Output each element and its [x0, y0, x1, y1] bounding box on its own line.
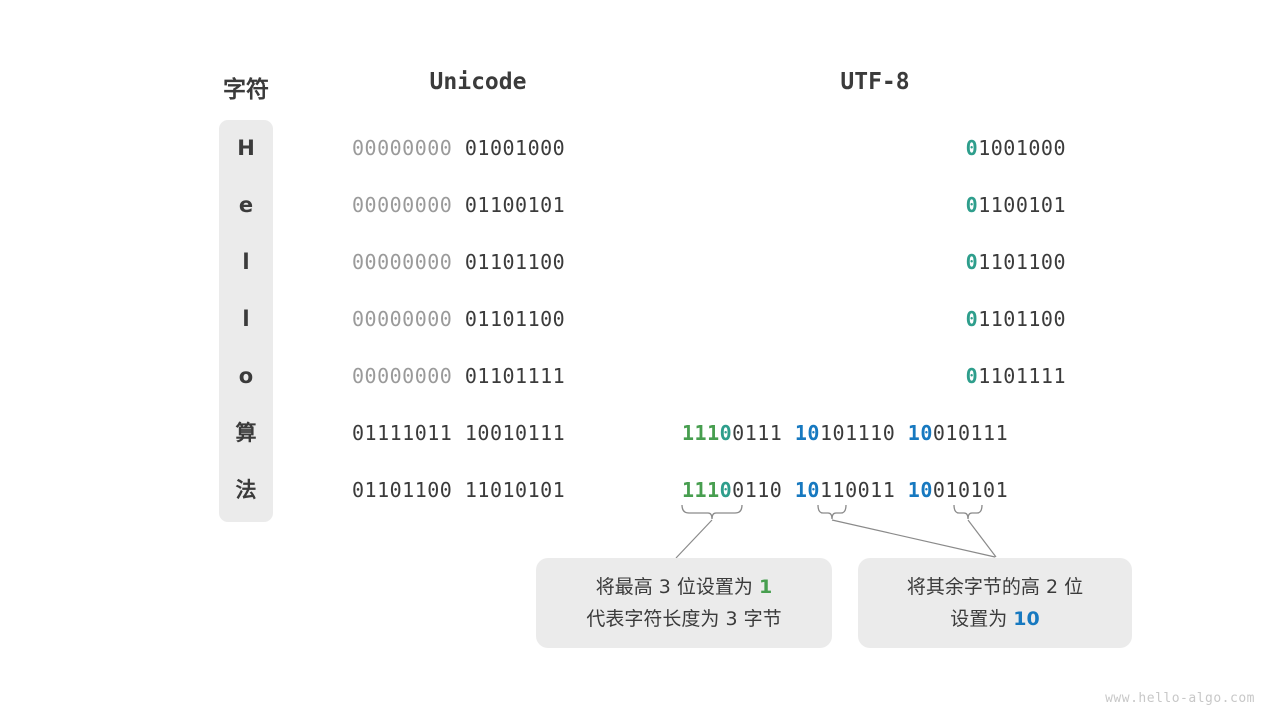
- unicode-high-byte: 00000000: [352, 136, 453, 160]
- utf8-continuation-marker-bits: 10: [907, 421, 933, 445]
- callout-length-marker: 将最高 3 位设置为 1 代表字符长度为 3 字节: [536, 558, 832, 648]
- callout-right-line-1: 将其余字节的高 2 位: [906, 576, 1084, 598]
- unicode-bits-row: 00000000 01001000: [352, 120, 565, 177]
- utf8-payload-bits: 010111: [932, 421, 1009, 445]
- unicode-low-byte: 10010111: [464, 421, 566, 445]
- callout-continuation-marker: 将其余字节的高 2 位 设置为 10: [858, 558, 1132, 648]
- utf8-payload-bits: 010101: [932, 478, 1009, 502]
- leader-line-right-callout-byte3: [967, 519, 997, 558]
- byte-gap: [452, 364, 465, 388]
- unicode-low-byte: 01100101: [464, 193, 566, 217]
- utf8-lead-bit: 0: [965, 364, 979, 388]
- utf8-length-marker-bits: 111: [682, 421, 720, 445]
- leader-line-right-callout-byte2: [831, 519, 996, 558]
- character-cell: H: [237, 136, 255, 160]
- utf8-bits-row-multibyte: 11100111 10101110 10010111: [682, 405, 1008, 462]
- byte-gap: [452, 136, 465, 160]
- utf8-bits-row: 01101100: [966, 291, 1066, 348]
- utf8-bits-row: 01101100: [966, 234, 1066, 291]
- utf8-payload-bits: 1001000: [978, 136, 1066, 160]
- unicode-high-byte: 01101100: [352, 478, 453, 502]
- unicode-low-byte: 01101100: [464, 250, 566, 274]
- byte-gap: [452, 193, 465, 217]
- column-header-utf8: UTF-8: [840, 69, 910, 95]
- unicode-high-byte: 00000000: [352, 250, 453, 274]
- byte-gap: [782, 421, 795, 445]
- unicode-low-byte: 01101100: [464, 307, 566, 331]
- character-column-panel: [219, 120, 273, 522]
- callout-right-line-2: 设置为 10: [950, 603, 1040, 635]
- byte-gap: [452, 250, 465, 274]
- utf8-lead-bit: 0: [965, 307, 979, 331]
- character-cell: 算: [235, 421, 257, 445]
- unicode-low-byte: 01001000: [464, 136, 566, 160]
- callout-left-line-2: 代表字符长度为 3 字节: [586, 608, 782, 630]
- unicode-bits-row: 00000000 01101111: [352, 348, 565, 405]
- utf8-payload-bits: 101110: [819, 421, 896, 445]
- callout-right-line-2-text: 设置为: [950, 608, 1014, 630]
- utf8-payload-bits: 0110: [732, 478, 783, 502]
- utf8-payload-bits: 1100101: [978, 193, 1066, 217]
- utf8-payload-bits: 110011: [819, 478, 896, 502]
- utf8-lead-bit: 0: [965, 250, 979, 274]
- byte-gap: [895, 478, 908, 502]
- utf8-length-terminator-bit: 0: [719, 421, 733, 445]
- utf8-payload-bits: 1101100: [978, 250, 1066, 274]
- utf8-bits-row-multibyte: 11100110 10110011 10010101: [682, 462, 1008, 519]
- unicode-bits-row: 01111011 10010111: [352, 405, 565, 462]
- unicode-high-byte: 00000000: [352, 307, 453, 331]
- site-watermark: www.hello-algo.com: [1105, 691, 1255, 706]
- leader-line-left-callout: [675, 519, 713, 559]
- character-cell: l: [242, 250, 250, 274]
- character-cell: o: [238, 364, 254, 388]
- utf8-bits-row: 01001000: [966, 120, 1066, 177]
- unicode-bits-row: 01101100 11010101: [352, 462, 565, 519]
- utf8-bits-row: 01100101: [966, 177, 1066, 234]
- column-header-character: 字符: [223, 77, 269, 103]
- unicode-bits-row: 00000000 01101100: [352, 234, 565, 291]
- callout-left-highlight-bit: 1: [758, 576, 773, 598]
- utf8-length-marker-bits: 111: [682, 478, 720, 502]
- unicode-high-byte: 01111011: [352, 421, 453, 445]
- character-cell: l: [242, 307, 250, 331]
- unicode-low-byte: 11010101: [464, 478, 566, 502]
- byte-gap: [895, 421, 908, 445]
- utf8-continuation-marker-bits: 10: [907, 478, 933, 502]
- callout-right-highlight-bits: 10: [1013, 608, 1040, 630]
- utf8-length-terminator-bit: 0: [719, 478, 733, 502]
- byte-gap: [452, 421, 465, 445]
- utf8-bits-row: 01101111: [966, 348, 1066, 405]
- character-cell: 法: [235, 478, 257, 502]
- unicode-high-byte: 00000000: [352, 364, 453, 388]
- byte-gap: [782, 478, 795, 502]
- unicode-bits-row: 00000000 01100101: [352, 177, 565, 234]
- utf8-payload-bits: 0111: [732, 421, 783, 445]
- callout-left-line-1-text: 将最高 3 位设置为: [595, 576, 759, 598]
- unicode-low-byte: 01101111: [464, 364, 566, 388]
- callout-left-line-1: 将最高 3 位设置为 1: [596, 571, 772, 603]
- column-header-unicode: Unicode: [429, 69, 527, 95]
- utf8-payload-bits: 1101111: [978, 364, 1066, 388]
- byte-gap: [452, 478, 465, 502]
- utf8-lead-bit: 0: [965, 136, 979, 160]
- unicode-high-byte: 00000000: [352, 193, 453, 217]
- byte-gap: [452, 307, 465, 331]
- utf8-lead-bit: 0: [965, 193, 979, 217]
- unicode-bits-row: 00000000 01101100: [352, 291, 565, 348]
- utf8-continuation-marker-bits: 10: [794, 478, 820, 502]
- utf8-payload-bits: 1101100: [978, 307, 1066, 331]
- utf8-continuation-marker-bits: 10: [794, 421, 820, 445]
- character-cell: e: [238, 193, 254, 217]
